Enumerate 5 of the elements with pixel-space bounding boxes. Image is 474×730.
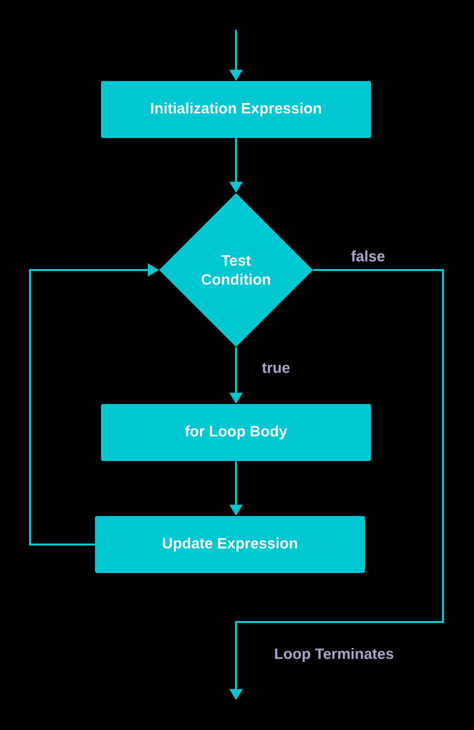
process-box: for Loop Body [101, 404, 371, 461]
text-label: Loop Terminates [275, 648, 394, 662]
process-box: Update Expression [95, 516, 365, 573]
process-box: Initialization Expression [101, 81, 371, 138]
edge-label: true [260, 362, 292, 374]
